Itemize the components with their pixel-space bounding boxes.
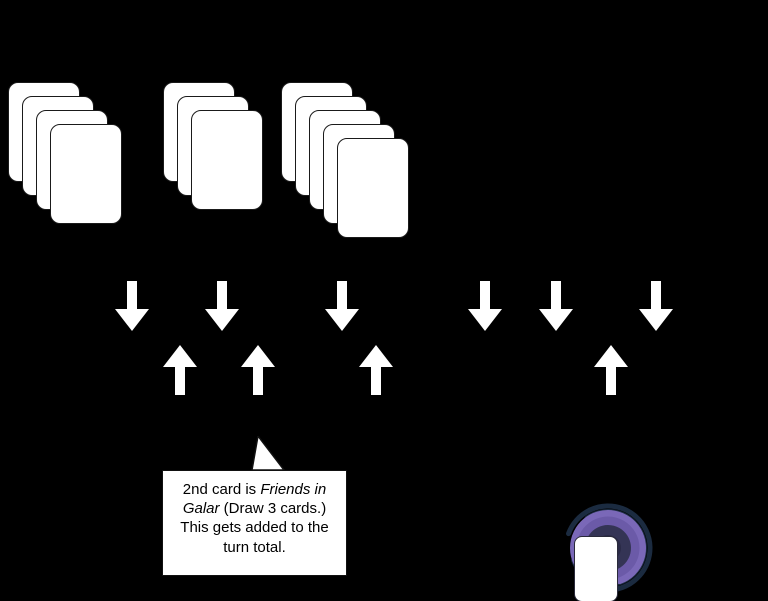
callout-line4: turn total. [223,538,286,556]
card-stack-one[interactable] [8,82,122,224]
up-arrow-4 [594,345,628,395]
callout-line2-suffix: (Draw 3 cards.) [219,500,327,518]
speech-bubble-tail [250,436,290,472]
down-arrow-2 [205,281,239,331]
up-arrow-3 [359,345,393,395]
card[interactable] [50,124,122,224]
down-arrow-4 [468,281,502,331]
card[interactable] [191,110,263,210]
speech-bubble[interactable]: 2nd card is Friends in Galar (Draw 3 car… [162,470,347,576]
card[interactable] [337,138,409,238]
down-arrow-6 [639,281,673,331]
callout-card-name-part2: Galar [182,500,220,518]
callout-card-name-part1: Friends in [260,481,327,498]
callout-line1-prefix: 2nd card is [182,481,261,498]
card-stack-two[interactable] [163,82,263,210]
down-arrow-1 [115,281,149,331]
down-arrow-5 [539,281,573,331]
speech-bubble-text: 2nd card is Friends in Galar (Draw 3 car… [163,471,346,567]
up-arrow-1 [163,345,197,395]
portal-card[interactable] [574,536,618,601]
up-arrow-2 [241,345,275,395]
card-stack-three[interactable] [281,82,409,238]
down-arrow-3 [325,281,359,331]
callout-line3: This gets added to the [180,519,329,537]
